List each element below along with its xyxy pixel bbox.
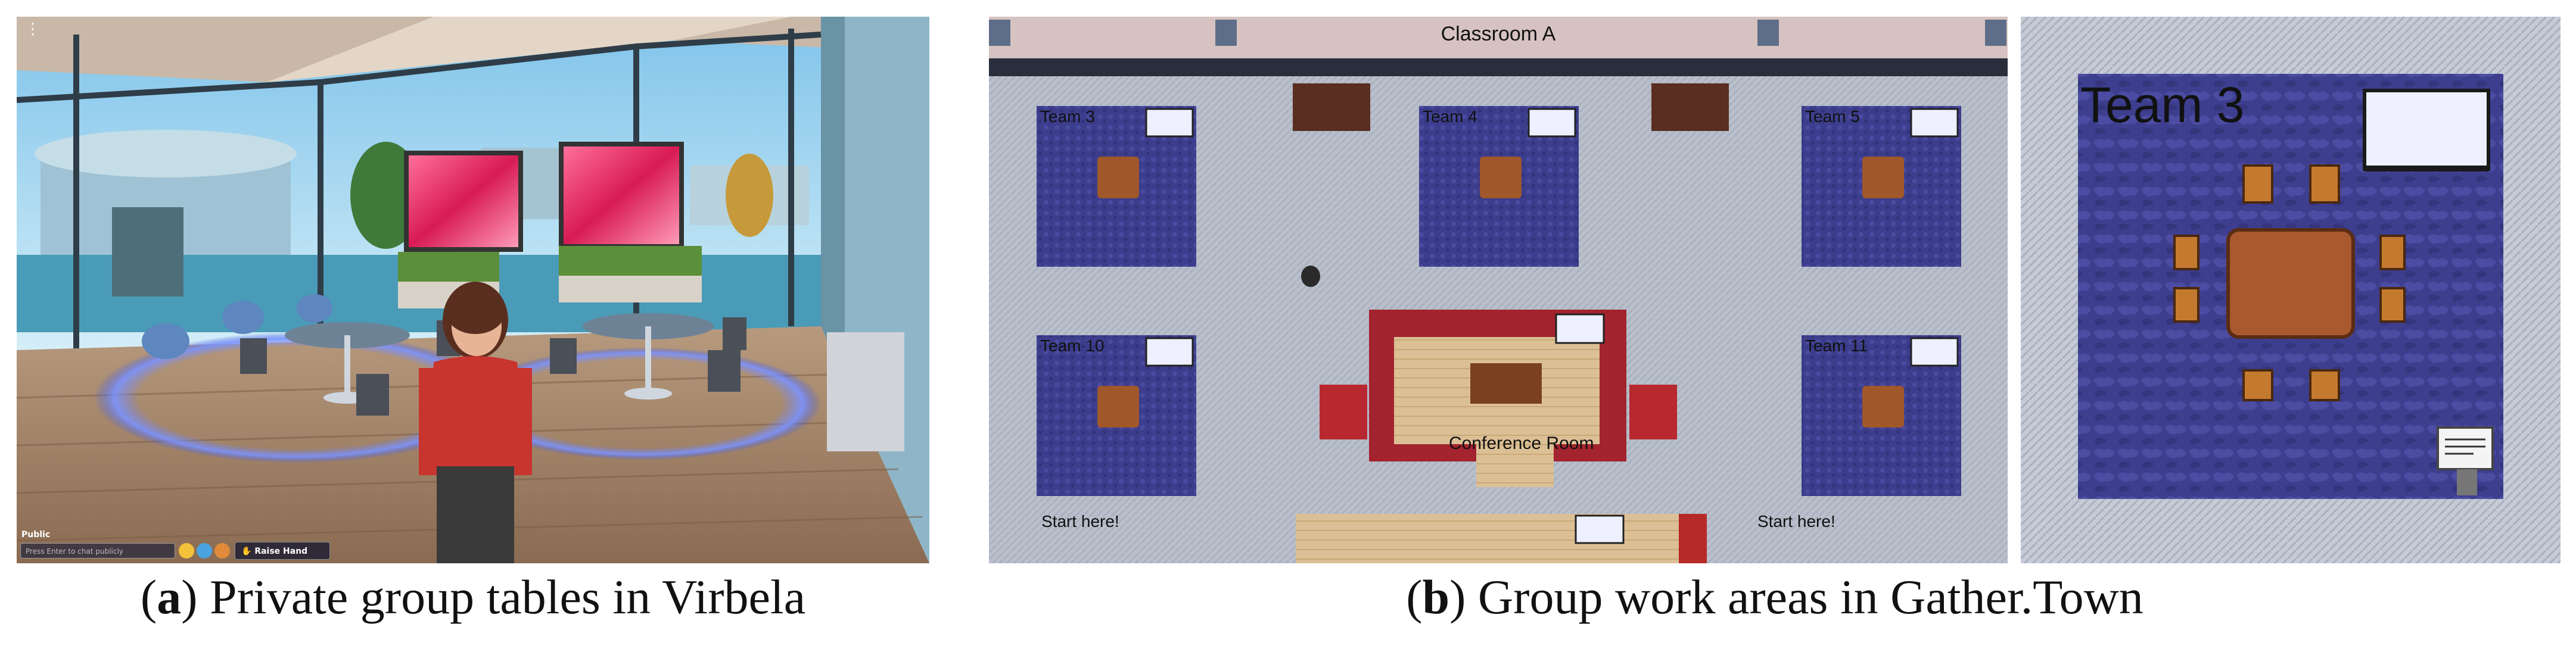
virbela-scene: ⋮ Public Press Enter to chat publicly ✋ …	[17, 17, 929, 563]
caption-a-letter: a	[157, 570, 182, 624]
team-label: Team 10	[1040, 336, 1105, 355]
gather-map: Classroom A Team 3 Team 4 Team 5 Team 10…	[989, 17, 2008, 563]
vertical-dots-icon[interactable]: ⋮	[25, 20, 41, 38]
emoji-palette-icon[interactable]	[214, 543, 230, 559]
chat-channel-label: Public	[21, 530, 51, 539]
virbela-3d-view	[17, 17, 929, 563]
chat-input[interactable]: Press Enter to chat publicly	[20, 543, 175, 559]
team-label: Team 11	[1805, 336, 1868, 355]
classroom-title: Classroom A	[1441, 23, 1556, 45]
team-label: Team 5	[1805, 107, 1860, 126]
team-room-graphic	[2021, 17, 2561, 563]
start-label: Start here!	[1757, 512, 1835, 531]
raise-hand-label: Raise Hand	[254, 547, 308, 556]
start-label: Start here!	[1041, 512, 1119, 531]
cat-avatar	[1301, 266, 1320, 287]
team-label: Team 3	[1040, 107, 1095, 126]
raise-hand-button[interactable]: ✋ Raise Hand	[235, 542, 330, 560]
gather-map-graphic	[989, 17, 2008, 563]
avatar	[419, 282, 532, 563]
conference-room-label: Conference Room	[1449, 433, 1594, 453]
emoji-reaction-icon[interactable]	[197, 543, 212, 559]
caption-b-text: Group work areas in Gather.Town	[1466, 570, 2143, 624]
caption-b-letter: b	[1422, 570, 1450, 624]
caption-a-text: Private group tables in Virbela	[197, 570, 806, 624]
team-label: Team 4	[1423, 107, 1477, 126]
team-label-zoomed: Team 3	[2080, 77, 2245, 133]
emoji-smile-icon[interactable]	[179, 543, 194, 559]
caption-a: (a) Private group tables in Virbela	[140, 570, 806, 624]
caption-b: (b) Group work areas in Gather.Town	[1406, 570, 2143, 624]
team-room-zoom: Team 3	[2021, 17, 2561, 563]
